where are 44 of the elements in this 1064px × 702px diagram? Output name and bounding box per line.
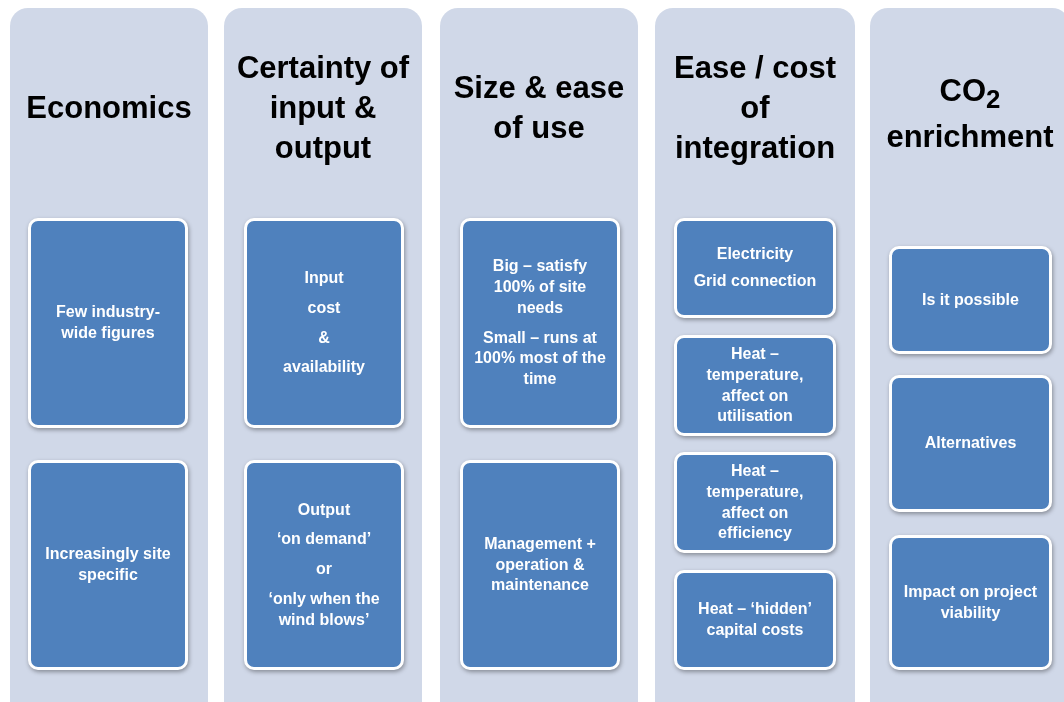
- category-panel: [224, 8, 422, 702]
- column-heading: Economics: [25, 88, 193, 127]
- topic-box: [889, 535, 1052, 670]
- topic-text: Heat – ‘hidden’ capital costs: [697, 599, 813, 640]
- topic-box: [460, 460, 620, 670]
- topic-text: &: [318, 327, 330, 348]
- column-heading: Size & ease of use: [452, 68, 626, 147]
- topic-box: [889, 375, 1052, 512]
- topic-text: Few industry-wide figures: [55, 302, 161, 343]
- topic-text: Is it possible: [922, 289, 1019, 310]
- topic-text: or: [316, 559, 332, 580]
- category-panel: [440, 8, 638, 702]
- topic-text: Small – runs at 100% most of the time: [473, 327, 607, 390]
- topic-text: Electricity: [716, 244, 794, 265]
- category-panel: [870, 8, 1064, 702]
- topic-text: ‘on demand’: [276, 529, 372, 550]
- topic-text: Management + operation & maintenance: [483, 533, 597, 596]
- topic-text: Big – satisfy 100% of site needs: [491, 256, 589, 318]
- topic-box: [244, 460, 404, 670]
- column-heading: Certainty of input & output: [235, 48, 411, 168]
- topic-box: [674, 218, 836, 318]
- topic-text: cost: [307, 297, 341, 318]
- topic-text: Input: [304, 267, 344, 288]
- category-panel: [655, 8, 855, 702]
- topic-text: availability: [283, 357, 365, 378]
- topic-text: Increasingly site specific: [44, 544, 172, 585]
- topic-box: [674, 570, 836, 670]
- topic-text: Heat – temperature, affect on efficiency: [705, 460, 805, 544]
- topic-box: [460, 218, 620, 428]
- topic-text: ‘only when the wind blows’: [267, 588, 381, 630]
- column-heading: CO$_{2}$ enrichment: [885, 71, 1055, 156]
- topic-box: [28, 460, 188, 670]
- topic-box: [674, 335, 836, 436]
- topic-text: Output: [297, 499, 351, 520]
- topic-box: [674, 452, 836, 553]
- topic-text: Impact on project viability: [902, 581, 1039, 623]
- topic-box: [28, 218, 188, 428]
- column-heading: Ease / cost of integration: [673, 48, 837, 168]
- topic-box: [244, 218, 404, 428]
- topic-text: Alternatives: [924, 433, 1017, 454]
- topic-box: [889, 246, 1052, 354]
- category-panel: [10, 8, 208, 702]
- topic-text: Grid connection: [693, 271, 817, 291]
- topic-text: Heat – temperature, affect on utilisation: [705, 343, 805, 427]
